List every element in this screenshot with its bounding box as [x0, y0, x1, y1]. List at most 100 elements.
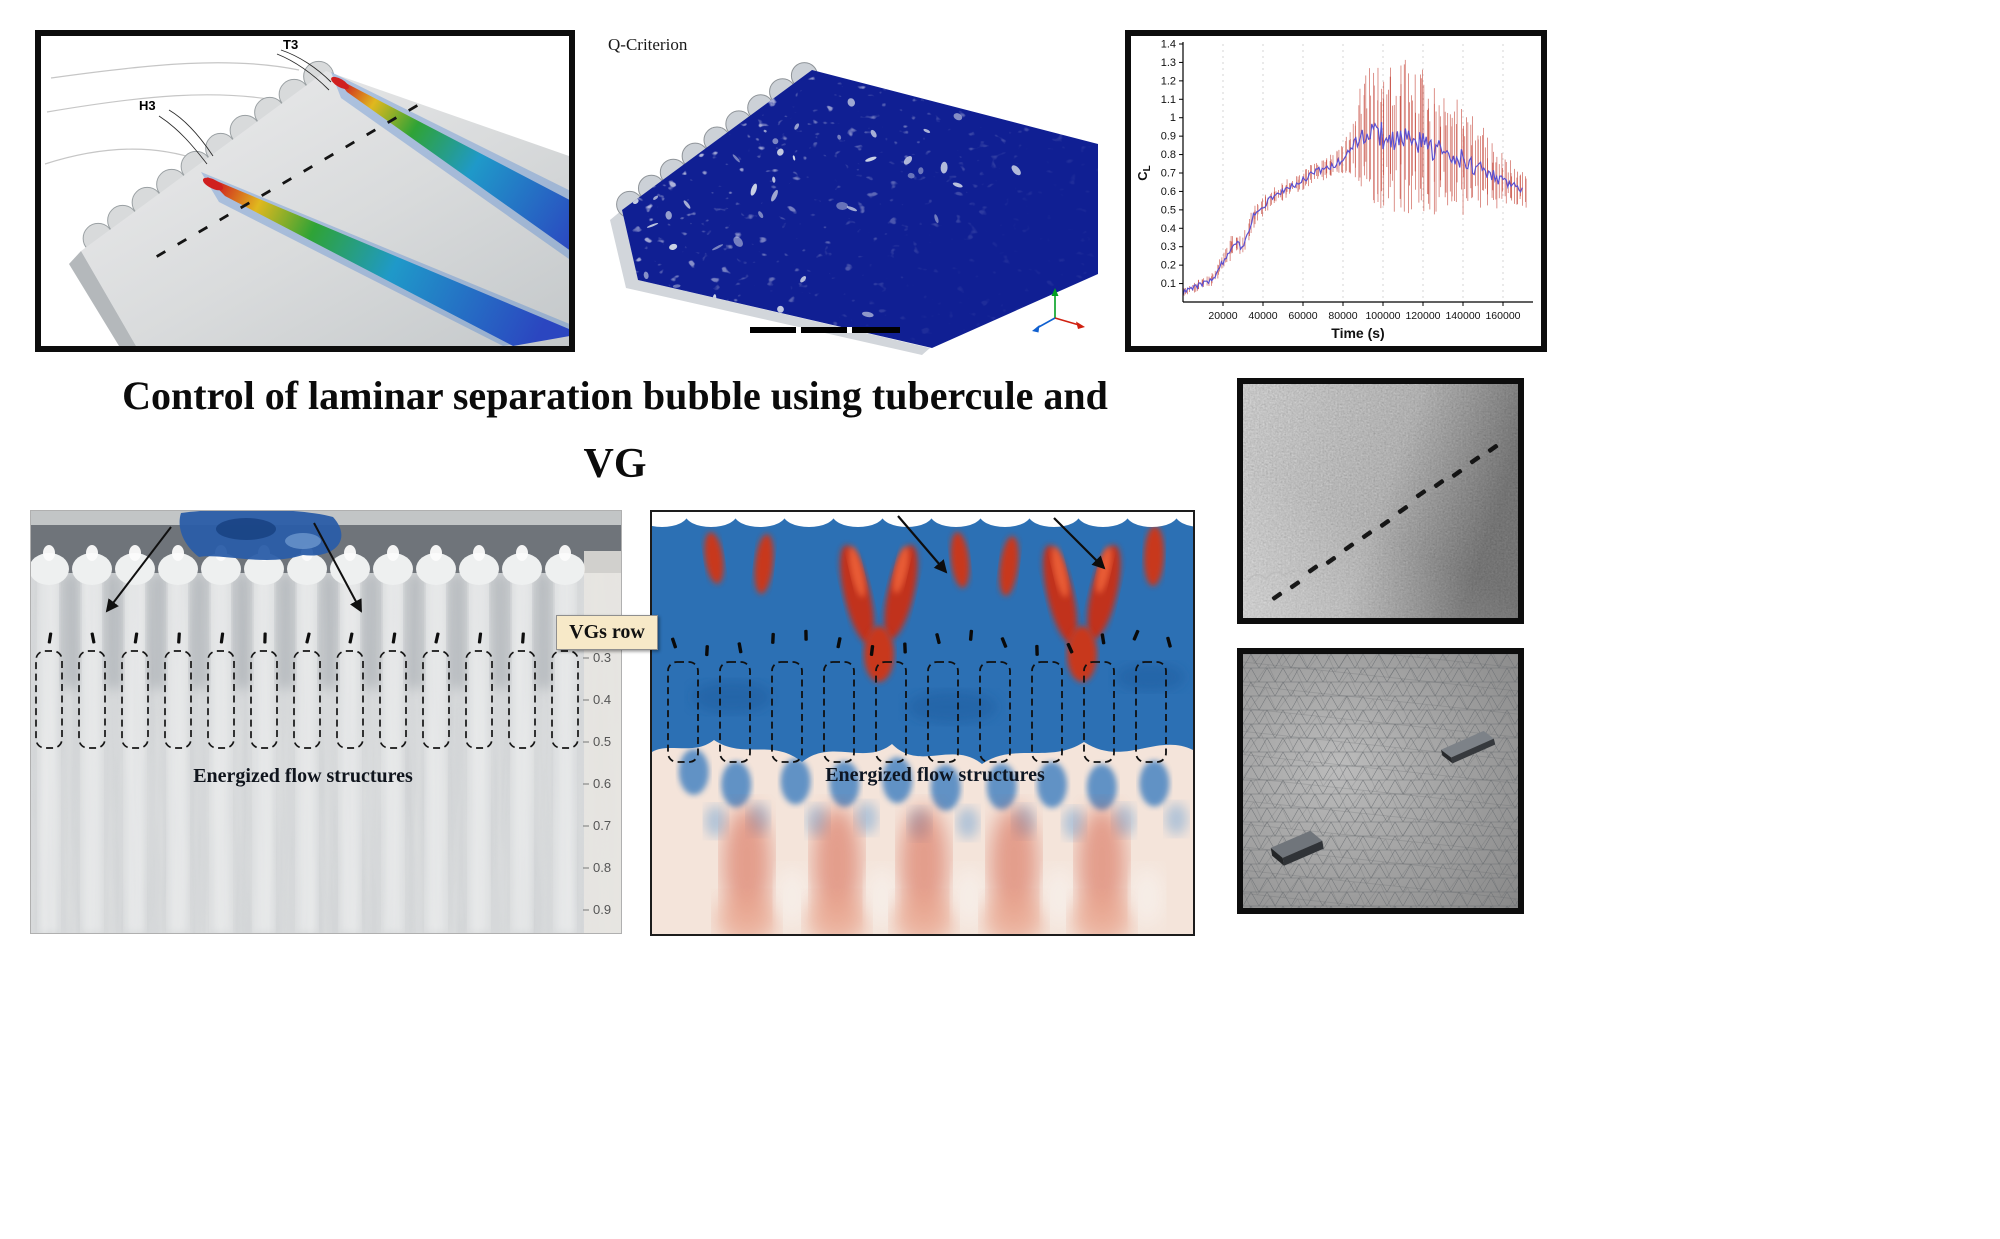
bump-highlight	[86, 545, 98, 561]
vg-dashed-box	[422, 650, 450, 749]
vg-dashed-box	[78, 650, 106, 749]
vg-dash	[705, 645, 709, 657]
hot-tongue-core	[1096, 546, 1112, 594]
vg-dash	[804, 629, 808, 641]
tubercle-bump	[287, 553, 327, 585]
vg-dash	[935, 633, 941, 645]
contour-annotation: Energized flow structures	[825, 764, 1045, 786]
vg-dot	[1325, 556, 1337, 565]
mesh-figure	[1243, 654, 1518, 908]
vortex-speckle	[891, 70, 899, 79]
hot-tongue	[999, 536, 1019, 596]
vortex-speckle	[870, 129, 877, 138]
surface-dash	[344, 140, 356, 149]
vg-dash	[1000, 637, 1008, 648]
station-label-h3: H3	[139, 98, 156, 113]
oil-flow-figure: 0.30.40.50.60.70.80.9 Energized flow str…	[31, 511, 621, 933]
vg-dot	[1469, 455, 1481, 465]
bump-highlight	[129, 545, 141, 561]
flow-streak	[336, 78, 569, 250]
vg-dash	[771, 632, 775, 644]
vg-dashed-box	[207, 650, 235, 749]
x-tick-label: 40000	[1248, 310, 1277, 322]
wave-crest	[734, 512, 786, 527]
mesh-panel	[1237, 648, 1524, 914]
vg-dashed-box	[508, 650, 536, 749]
dark-streak	[276, 573, 295, 688]
y-tick-label: 0.8	[1161, 149, 1176, 161]
tubercle-bump	[158, 553, 198, 585]
lower-contour-field	[678, 748, 1188, 934]
vortex-speckle	[643, 271, 649, 280]
contour-panel: Energized flow structures	[650, 510, 1195, 936]
q-criterion-figure: Q-Criterion	[608, 35, 1098, 355]
wave-crest	[1175, 512, 1193, 527]
contour-blob-blue	[930, 764, 961, 811]
bump-highlight	[43, 545, 55, 561]
x-tick-label: 80000	[1328, 310, 1357, 322]
vg-dash	[305, 632, 311, 644]
vortex-speckle	[934, 214, 939, 224]
annotation-arrow	[105, 526, 172, 613]
vortex-speckle	[635, 312, 642, 319]
vg-box-row	[667, 661, 1167, 763]
y-tick-label: 0.7	[1161, 168, 1176, 180]
hot-tongue-core	[893, 546, 909, 594]
bright-streak	[211, 577, 231, 933]
ruler-tick-label: 0.4	[593, 692, 611, 707]
contour-blob-red	[717, 894, 777, 934]
vg-dash	[90, 632, 96, 644]
hot-tongue	[1043, 545, 1077, 643]
vg-dash	[1100, 633, 1106, 645]
mesh-coarse	[1243, 654, 1518, 908]
vg-dashed-box	[719, 661, 751, 763]
contour-blob-red	[813, 806, 861, 922]
vortex-speckle	[733, 236, 743, 247]
contour-blob-red	[1072, 894, 1132, 934]
vg-dash	[1066, 642, 1074, 654]
contour-figure: Energized flow structures	[652, 512, 1193, 934]
dark-streak	[61, 573, 80, 688]
vortex-speckle	[777, 305, 784, 313]
y-tick-label: 0.5	[1161, 204, 1176, 216]
contour-blob-blue	[1165, 803, 1188, 836]
hot-tongue	[1067, 626, 1097, 682]
vortex-speckle	[777, 148, 784, 156]
x-tick-label: 120000	[1405, 310, 1440, 322]
surface-dash	[239, 201, 251, 210]
contour-blob-light	[1131, 867, 1163, 927]
surface-dash	[155, 250, 167, 258]
hot-tongue	[884, 545, 918, 639]
contour-blob-blue	[1037, 761, 1068, 808]
hot-tongue	[754, 534, 774, 594]
vgs-row-label: VGs row	[556, 615, 658, 650]
annotation-arrow	[897, 515, 948, 574]
vg-dot	[1361, 530, 1373, 540]
scale-bar-gap	[847, 327, 852, 333]
hot-tongue	[864, 626, 894, 682]
flow-columns	[39, 573, 575, 933]
vg-dashed-box	[1083, 661, 1115, 763]
label-leader	[158, 115, 208, 165]
axis-triad-icon	[1032, 288, 1085, 333]
vortex-field	[622, 70, 1098, 348]
wave-crest	[652, 512, 688, 527]
vg-dash	[836, 637, 842, 649]
dark-streak	[534, 573, 553, 688]
vortex-speckle	[952, 182, 963, 188]
bright-streak	[555, 577, 575, 933]
vg-dot	[1433, 479, 1445, 488]
vg-dashed-box	[823, 661, 855, 763]
vg-dash	[903, 642, 907, 654]
dark-streak	[448, 573, 467, 688]
vortex-speckle	[758, 211, 764, 219]
contour-blob-blue	[1086, 764, 1117, 811]
vortex-speckle	[772, 176, 776, 183]
contour-blob-blue	[829, 761, 860, 808]
vg-dashed-box	[336, 650, 364, 749]
figure-title-line2: VG	[583, 441, 647, 487]
dark-streak	[233, 573, 252, 688]
y-axis-title: CL	[1135, 165, 1153, 181]
contour-blob-blue	[1063, 807, 1086, 840]
